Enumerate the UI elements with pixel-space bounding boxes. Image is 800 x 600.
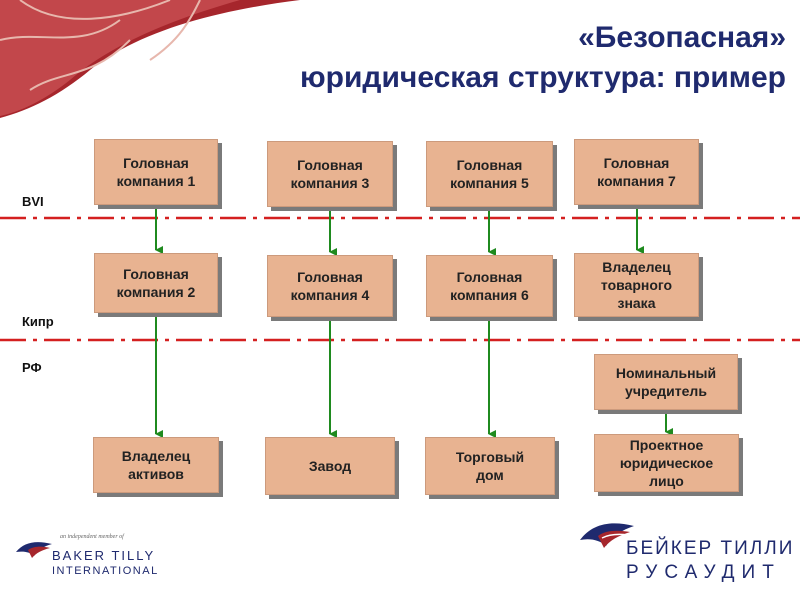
region-label-bvi: BVI (22, 194, 44, 209)
logo-tagline: an independent member of (60, 534, 124, 540)
box-head-company-3: Головная компания 3 (267, 141, 393, 207)
logo-name-line-1: BAKER TILLY (52, 548, 156, 563)
box-head-company-2: Головная компания 2 (94, 253, 218, 313)
logo-name-line-2: INTERNATIONAL (52, 565, 159, 577)
logo-name-line-1: БЕЙКЕР ТИЛЛИ (626, 538, 795, 559)
logo-name-line-2: РУСАУДИТ (626, 562, 781, 583)
region-label-cyprus: Кипр (22, 314, 54, 329)
title-line-1: «Безопасная» (578, 21, 786, 54)
title-line-2: юридическая структура: пример (300, 61, 786, 94)
bird-icon (16, 542, 52, 558)
corner-decoration (0, 0, 300, 118)
box-project-entity: Проектное юридическое лицо (594, 434, 739, 492)
slide-title: «Безопасная» юридическая структура: прим… (300, 18, 786, 98)
box-head-company-5: Головная компания 5 (426, 141, 553, 207)
box-head-company-4: Головная компания 4 (267, 255, 393, 317)
region-label-rf: РФ (22, 360, 42, 375)
box-head-company-6: Головная компания 6 (426, 255, 553, 317)
box-head-company-1: Головная компания 1 (94, 139, 218, 205)
box-trademark-owner: Владелец товарного знака (574, 253, 699, 317)
box-plant: Завод (265, 437, 395, 495)
box-head-company-7: Головная компания 7 (574, 139, 699, 205)
box-asset-owner: Владелец активов (93, 437, 219, 493)
box-nominee-founder: Номинальный учредитель (594, 354, 738, 410)
box-trading-house: Торговый дом (425, 437, 555, 495)
bird-icon (580, 523, 634, 548)
